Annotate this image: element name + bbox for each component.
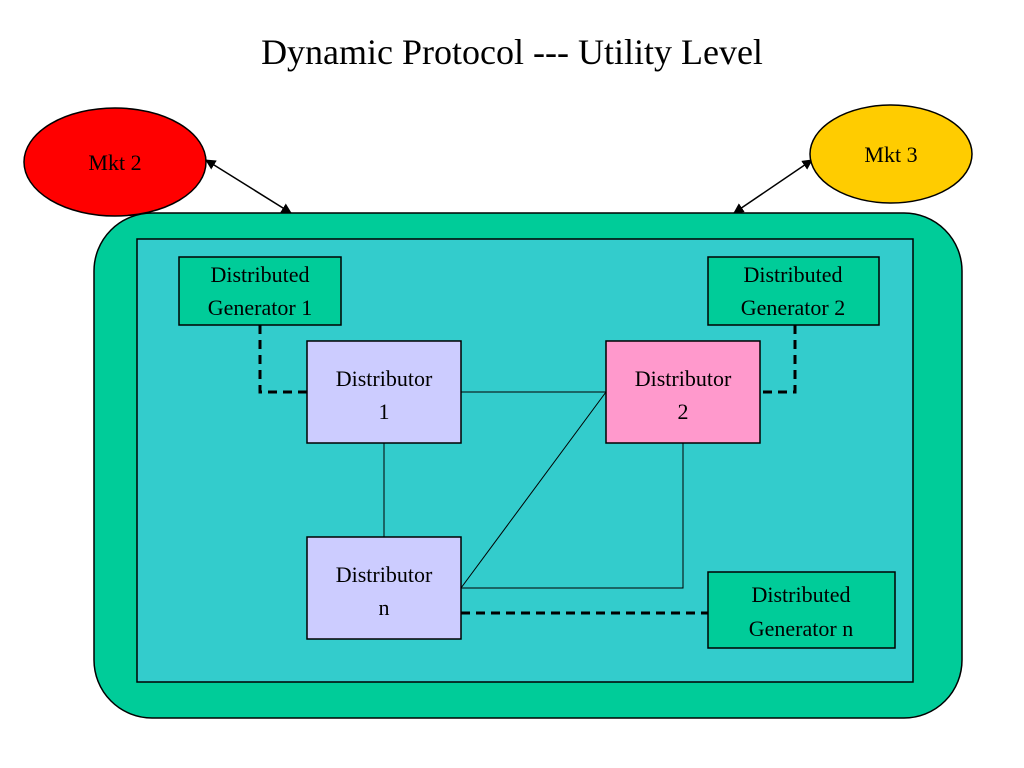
link-gen2-dist2: [760, 325, 797, 394]
market-mkt3-ellipse: [809, 104, 973, 204]
distributor-n-line-1: Distributor: [336, 562, 433, 587]
distributed-generator-2-box: [707, 256, 880, 326]
distributed-generator-2: Distributed Generator 2: [707, 256, 880, 326]
link-dist2-distn-diagonal: [460, 391, 607, 589]
distributed-generator-n-line-1: Distributed: [752, 582, 851, 607]
distributor-1-box: [306, 340, 462, 444]
distributor-2-box: [605, 340, 761, 444]
distributed-generator-n-line-2: Generator n: [749, 616, 853, 641]
mkt2-link-arrow: [205, 159, 292, 214]
distributor-n-line-2: n: [379, 595, 390, 620]
link-dist2-distn-bottom: [461, 443, 684, 589]
market-mkt3: Mkt 3: [809, 104, 973, 204]
distributor-1: Distributor 1: [306, 340, 462, 444]
distributor-2-line-1: Distributor: [635, 366, 732, 391]
distributor-1-line-1: Distributor: [336, 366, 433, 391]
market-mkt2-label: Mkt 2: [88, 150, 141, 175]
distributor-2-line-2: 2: [678, 399, 689, 424]
page-title: Dynamic Protocol --- Utility Level: [261, 32, 763, 72]
market-mkt2: Mkt 2: [23, 107, 207, 217]
distributor-2: Distributor 2: [605, 340, 761, 444]
distributed-generator-2-line-2: Generator 2: [741, 295, 845, 320]
distributed-generator-1-line-1: Distributed: [211, 262, 310, 287]
link-gen1-dist1: [258, 325, 307, 394]
distributed-generator-1-box: [178, 256, 342, 326]
distributed-generator-1-line-2: Generator 1: [208, 295, 312, 320]
mkt3-link-arrow: [733, 159, 813, 214]
distributed-generator-1: Distributed Generator 1: [178, 256, 342, 326]
distributor-n: Distributor n: [306, 536, 462, 640]
market-mkt2-ellipse: [23, 107, 207, 217]
distributor-1-line-2: 1: [379, 399, 390, 424]
distributed-generator-n: Distributed Generator n: [707, 571, 896, 649]
distributed-generator-n-box: [707, 571, 896, 649]
distributor-n-box: [306, 536, 462, 640]
market-mkt3-label: Mkt 3: [864, 142, 917, 167]
distributed-generator-2-line-1: Distributed: [744, 262, 843, 287]
